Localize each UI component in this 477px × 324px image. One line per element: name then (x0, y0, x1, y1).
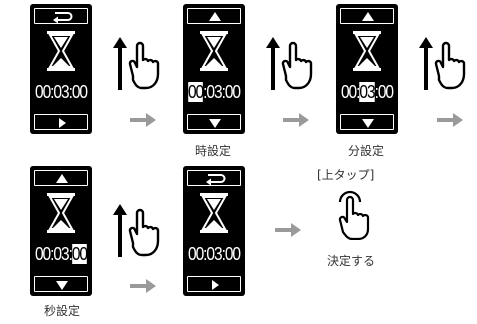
up-button[interactable] (340, 8, 394, 24)
device-screen-final: 00:03:00 (183, 166, 245, 296)
next-arrow-icon (437, 113, 463, 127)
hourglass-icon (47, 31, 75, 71)
device-screen-hour: 00:03:00 (183, 4, 245, 134)
up-button[interactable] (34, 170, 88, 186)
down-button[interactable] (34, 276, 88, 292)
time-display: 00:03:00 (340, 82, 394, 102)
device-screen-initial: 00:03:00 (30, 4, 92, 134)
up-button[interactable] (187, 8, 241, 24)
time-display: 00:03:00 (187, 244, 241, 264)
swipe-up-hand-icon (266, 37, 313, 90)
caption-hour-setting: 時設定 (195, 144, 232, 158)
caption-confirm: 決定する (327, 254, 376, 268)
hourglass-icon (353, 31, 381, 71)
device-screen-second: 00:03:00 (30, 166, 92, 296)
next-arrow-icon (130, 279, 156, 293)
swipe-up-hand-icon (113, 37, 160, 90)
swipe-up-hand-icon (113, 204, 160, 257)
caption-second-setting: 秒設定 (44, 304, 81, 318)
time-display: 00:03:00 (34, 82, 88, 102)
caption-tap-up: [上タップ] (317, 168, 375, 182)
tap-hand-icon (338, 190, 370, 240)
hourglass-icon (47, 193, 75, 233)
hourglass-icon (200, 31, 228, 71)
next-arrow-icon (283, 113, 309, 127)
hourglass-icon (200, 193, 228, 233)
time-display: 00:03:00 (34, 244, 88, 264)
return-button[interactable] (187, 170, 241, 186)
device-screen-minute: 00:03:00 (336, 4, 398, 134)
down-button[interactable] (340, 114, 394, 130)
caption-minute-setting: 分設定 (348, 144, 385, 158)
down-button[interactable] (187, 114, 241, 130)
return-button[interactable] (34, 8, 88, 24)
next-arrow-icon (130, 113, 156, 127)
play-button[interactable] (187, 276, 241, 292)
swipe-up-hand-icon (419, 37, 466, 90)
next-arrow-icon (275, 223, 301, 237)
play-button[interactable] (34, 114, 88, 130)
time-display: 00:03:00 (187, 82, 241, 102)
